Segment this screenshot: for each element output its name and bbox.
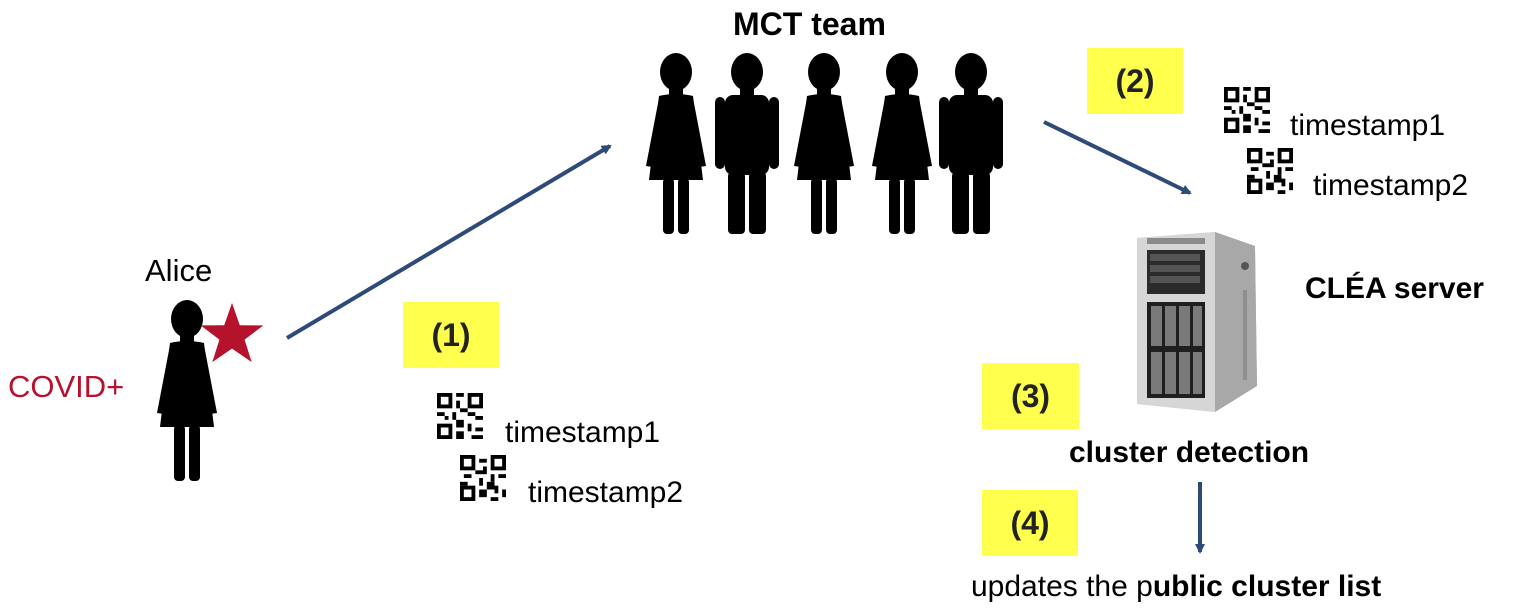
update-text-bold: ublic cluster list: [1152, 570, 1382, 603]
step-badge-1: (1): [403, 302, 499, 368]
person-female-icon: [794, 53, 854, 234]
person-female-icon: [646, 53, 706, 234]
timestamp-label: timestamp1: [1290, 109, 1446, 142]
update-text-prefix: updates the p: [971, 570, 1153, 603]
covid-status-label: COVID+: [8, 369, 125, 404]
qr-code-icon: [460, 455, 506, 501]
mct-team-title: MCT team: [733, 6, 886, 42]
arrow-team-to-server: [1043, 120, 1192, 195]
mct-team-figures: [646, 53, 1003, 234]
qr-code-icon: [437, 393, 483, 439]
person-male-icon: [715, 53, 779, 234]
step-badge-3: (3): [982, 363, 1079, 429]
cluster-detection-label: cluster detection: [1069, 436, 1310, 469]
person-female-icon: [872, 53, 932, 234]
server-label: CLÉA server: [1305, 272, 1484, 305]
timestamp-label: timestamp1: [505, 416, 661, 449]
step-badge-2: (2): [1087, 48, 1183, 114]
star-icon: [200, 303, 264, 363]
update-public-list-label: updates the public cluster list: [971, 572, 1381, 602]
qr-code-icon: [1247, 148, 1293, 194]
timestamp-label: timestamp2: [528, 476, 684, 509]
alice-label: Alice: [145, 253, 213, 288]
qr-code-icon: [1224, 87, 1270, 133]
arrow-alice-to-team: [285, 144, 612, 340]
server-tower-icon: [1137, 232, 1257, 412]
step-badge-4: (4): [982, 490, 1078, 556]
person-male-icon: [939, 53, 1003, 234]
timestamp-label: timestamp2: [1313, 169, 1469, 202]
